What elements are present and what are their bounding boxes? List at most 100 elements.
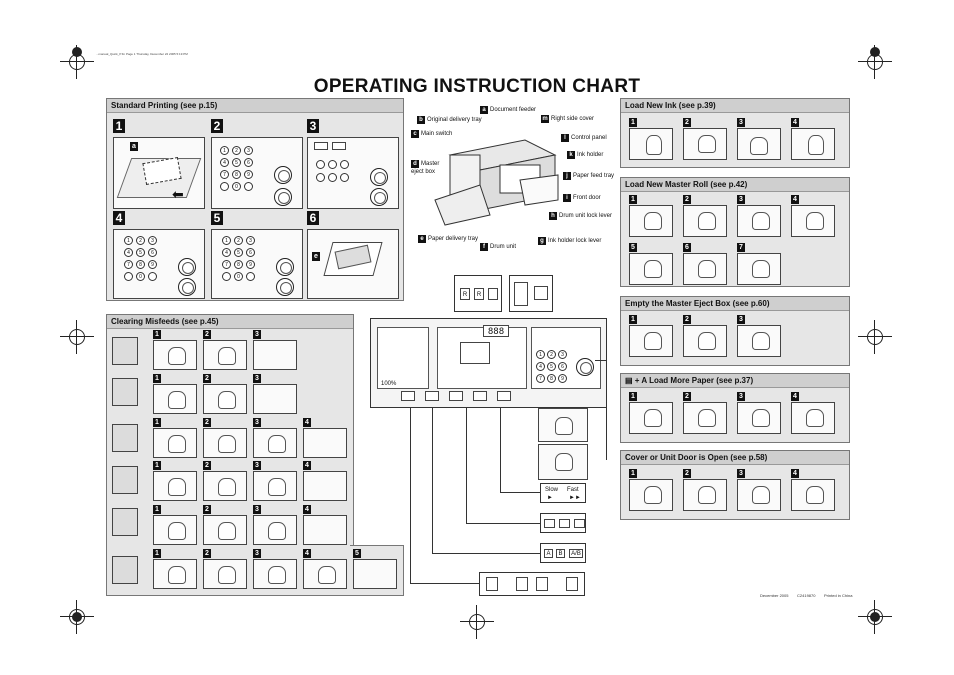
step-illustration <box>683 479 727 511</box>
step-illustration <box>253 559 297 589</box>
leader-line <box>466 523 540 524</box>
step-illustration <box>153 471 197 501</box>
registration-dot <box>870 612 880 622</box>
leader-line <box>410 583 480 584</box>
step-illustration <box>203 471 247 501</box>
panel-key[interactable] <box>449 391 463 401</box>
step-illustration <box>791 479 835 511</box>
footer-printed: Printed in China <box>824 593 853 598</box>
step-illustration <box>153 384 197 414</box>
misfeed-indicator-panel <box>112 424 138 452</box>
step-illustration <box>253 471 297 501</box>
step-illustration <box>791 205 835 237</box>
dial-icon <box>276 258 294 276</box>
misfeed-indicator-panel <box>112 556 138 584</box>
load-ink-panel: Load New Ink (see p.39) 1 2 3 4 <box>620 98 850 168</box>
misfeed-indicator-panel <box>112 466 138 494</box>
step-illustration <box>629 402 673 434</box>
step-illustration <box>629 205 673 237</box>
panel-key[interactable] <box>401 391 415 401</box>
step-illustration <box>737 253 781 285</box>
leader-line <box>466 408 467 523</box>
step-illustration-delivery: e <box>307 229 399 299</box>
step-illustration <box>683 253 727 285</box>
step-number: 1 <box>113 119 125 133</box>
leader-line <box>432 553 540 554</box>
step-illustration <box>353 559 397 589</box>
step-number: 3 <box>307 119 319 133</box>
dial-icon <box>178 258 196 276</box>
step-illustration <box>791 128 835 160</box>
machine-illustration <box>430 125 560 230</box>
load-paper-panel: ▤ + A Load More Paper (see p.37) 1 2 3 4 <box>620 373 850 443</box>
cover-open-panel: Cover or Unit Door is Open (see p.58) 1 … <box>620 450 850 520</box>
step-illustration <box>153 340 197 370</box>
leader-line <box>500 408 501 492</box>
empty-eject-panel: Empty the Master Eject Box (see p.60) 1 … <box>620 296 850 366</box>
step-illustration <box>253 428 297 458</box>
step-illustration <box>153 515 197 545</box>
step-illustration <box>253 384 297 414</box>
misfeed-indicator-panel <box>112 378 138 406</box>
dial-icon <box>178 278 196 296</box>
step-illustration <box>737 402 781 434</box>
step-illustration <box>737 128 781 160</box>
leader-line <box>595 360 607 361</box>
step-illustration <box>629 479 673 511</box>
drum-illustration <box>538 444 588 480</box>
dial-icon <box>274 166 292 184</box>
rotation-box <box>479 572 585 596</box>
dial-icon <box>370 168 388 186</box>
r-key: R <box>474 288 484 300</box>
step-illustration <box>791 402 835 434</box>
reduce-box: A B A/B <box>540 543 586 563</box>
start-key-icon[interactable] <box>576 358 594 376</box>
panel-key[interactable] <box>497 391 511 401</box>
page-title: OPERATING INSTRUCTION CHART <box>313 76 641 97</box>
empty-eject-title: Empty the Master Eject Box (see p.60) <box>621 297 849 311</box>
ink-insert-illustration <box>538 408 588 442</box>
step-illustration <box>737 205 781 237</box>
leader-line <box>432 408 433 553</box>
reduce-indicator-box: R R <box>454 275 502 312</box>
panel-key[interactable] <box>425 391 439 401</box>
percent-label: 100% <box>381 381 397 387</box>
step-number: 2 <box>211 119 223 133</box>
step-illustration <box>629 325 673 357</box>
registration-mark-mid-right <box>858 320 892 354</box>
step-number: 4 <box>113 211 125 225</box>
step-illustration <box>303 515 347 545</box>
step-illustration <box>203 340 247 370</box>
step-illustration <box>253 340 297 370</box>
load-ink-title: Load New Ink (see p.39) <box>621 99 849 113</box>
step-number: 5 <box>211 211 223 225</box>
dial-icon <box>274 188 292 206</box>
counter-display: 888 <box>483 325 509 337</box>
slow-label: Slow <box>545 487 559 493</box>
fast-arrow-icon: ►► <box>569 495 581 501</box>
clearing-misfeeds-title: Clearing Misfeeds (see p.45) <box>107 315 353 329</box>
panel-key[interactable] <box>473 391 487 401</box>
load-paper-title: ▤ + A Load More Paper (see p.37) <box>621 374 849 388</box>
standard-printing-title: Standard Printing (see p.15) <box>107 99 403 113</box>
image-mode-box <box>540 513 586 533</box>
arrow-icon: ⬅ <box>172 186 184 202</box>
registration-mark-bottom-center <box>460 605 494 639</box>
